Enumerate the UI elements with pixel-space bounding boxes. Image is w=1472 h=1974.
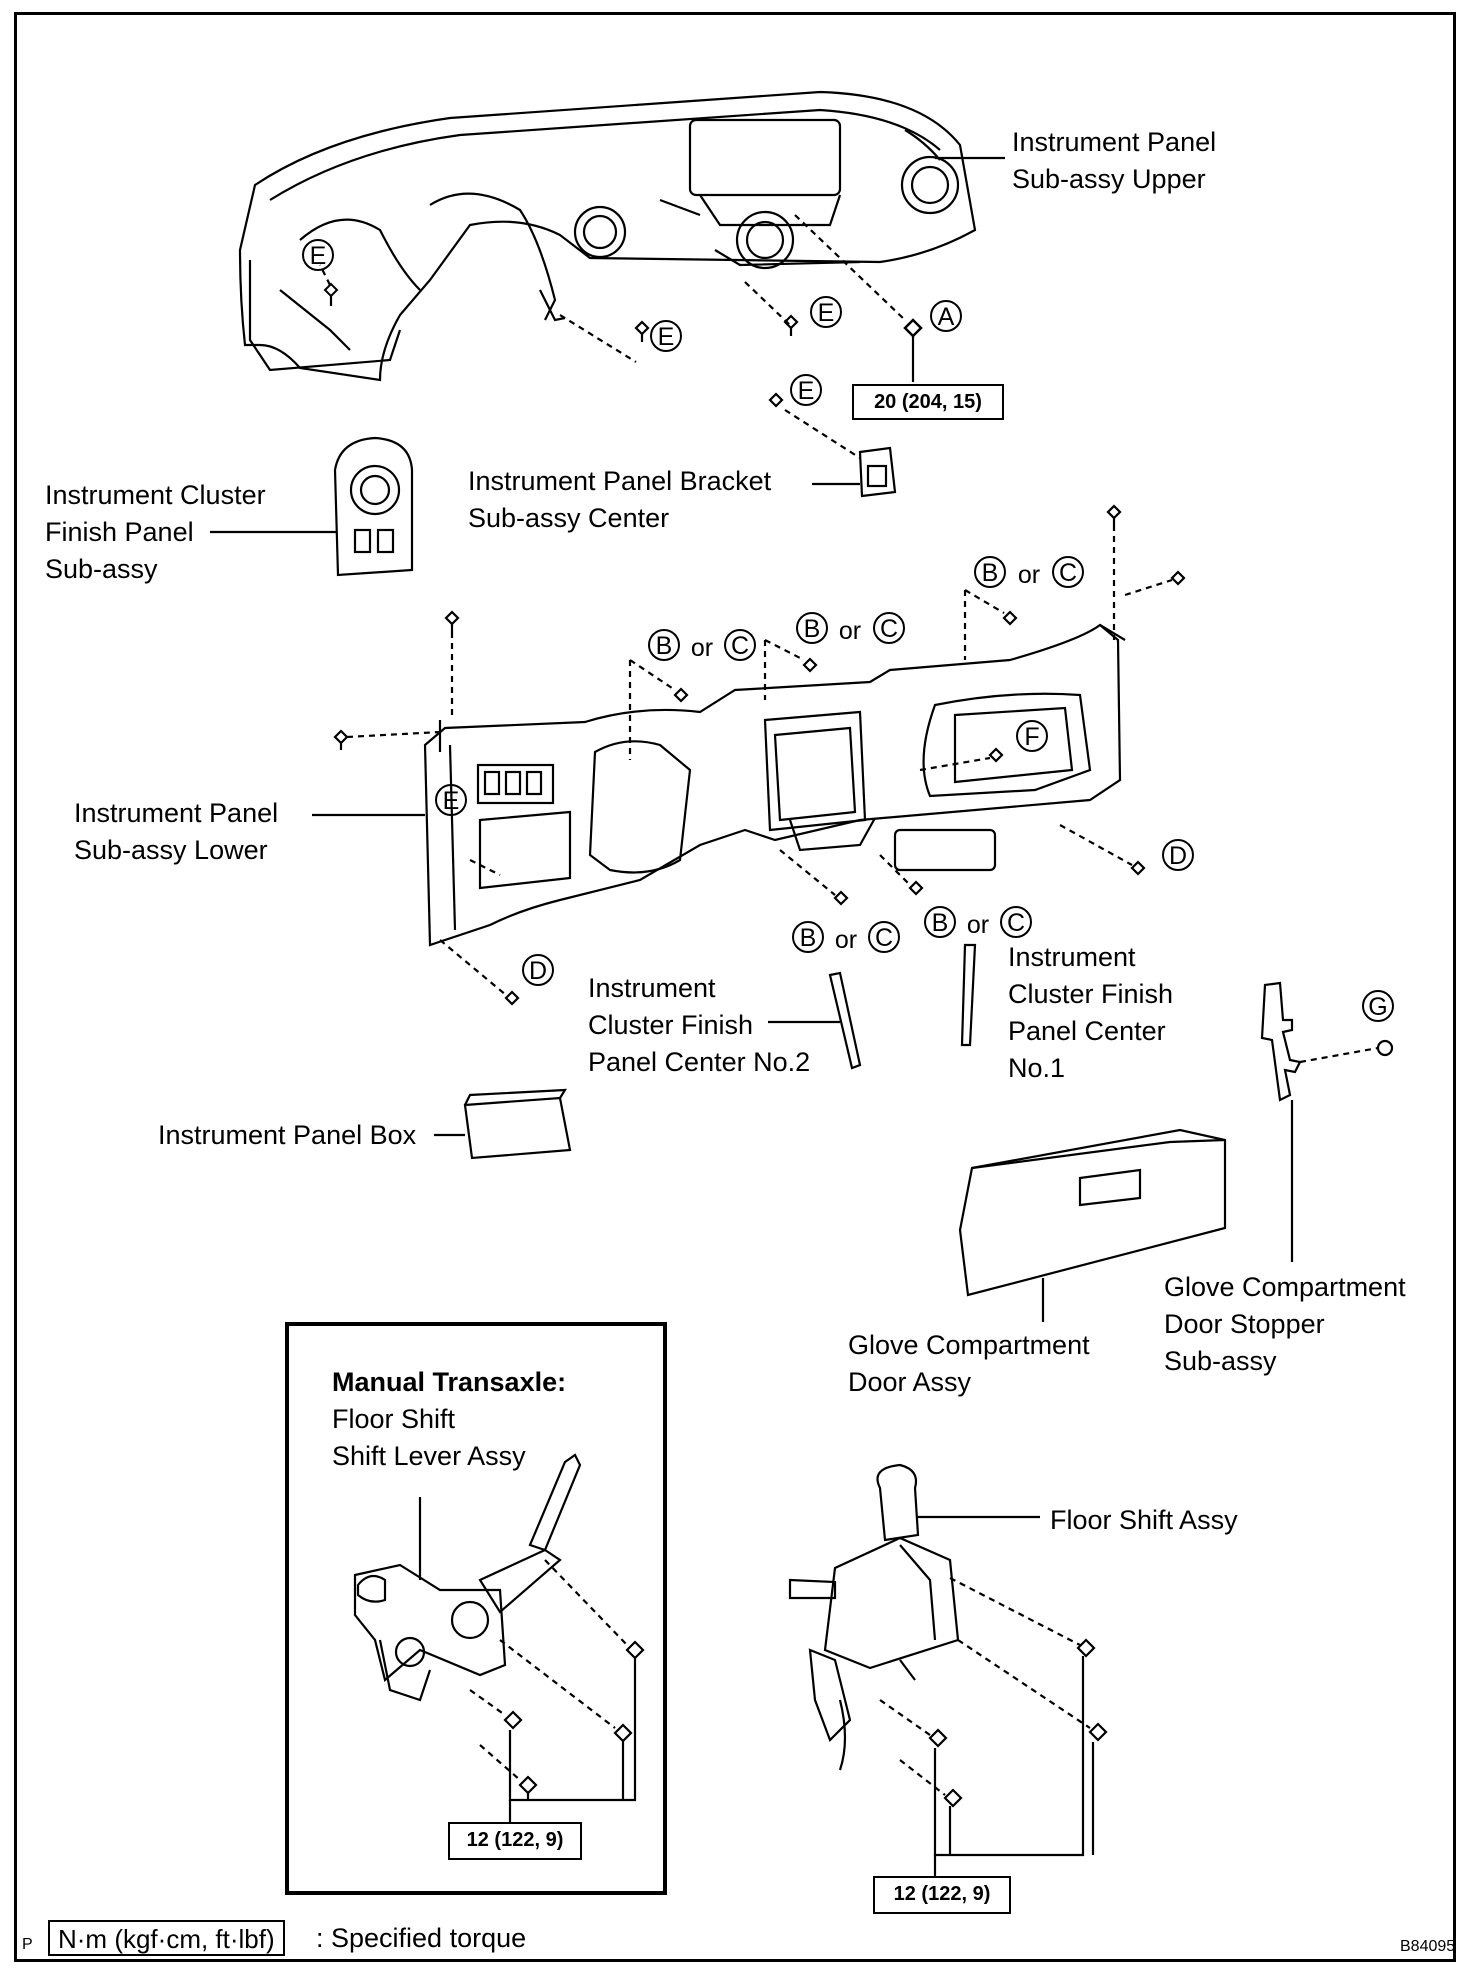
callout-b-4: B bbox=[800, 924, 817, 952]
manual-transaxle-inset: Manual Transaxle: Floor Shift Shift Leve… bbox=[285, 1322, 667, 1895]
corner-mark: P bbox=[22, 1936, 33, 1953]
callout-b-2: B bbox=[656, 632, 673, 660]
label-glove-stopper: Glove Compartment Door Stopper Sub-assy bbox=[1164, 1272, 1406, 1376]
label-panel-box: Instrument Panel Box bbox=[158, 1120, 417, 1150]
torque-box-auto: 12 (122, 9) bbox=[873, 1876, 1011, 1914]
torque-box-manual: 12 (122, 9) bbox=[448, 1822, 582, 1860]
instrument-panel-lower-drawing bbox=[312, 504, 1186, 1006]
figure-code: B84095 bbox=[1400, 1938, 1456, 1955]
callout-or-5: or bbox=[967, 911, 989, 939]
label-floor-shift: Floor Shift Assy bbox=[1050, 1505, 1238, 1535]
callout-or-2: or bbox=[691, 634, 713, 662]
callout-or-4: or bbox=[835, 926, 857, 954]
label-manual-transaxle: Manual Transaxle: Floor Shift Shift Leve… bbox=[332, 1367, 567, 1471]
label-center-no2: Instrument Cluster Finish Panel Center N… bbox=[588, 973, 811, 1077]
callout-c-4: C bbox=[875, 924, 893, 952]
callout-e-4: E bbox=[798, 377, 815, 405]
callout-c-5: C bbox=[1007, 909, 1025, 937]
callout-f: F bbox=[1024, 723, 1039, 751]
panel-box-drawing bbox=[434, 1088, 572, 1160]
callout-b-1: B bbox=[982, 559, 999, 587]
callout-or-3: or bbox=[839, 617, 861, 645]
label-panel-upper: Instrument Panel Sub-assy Upper bbox=[1012, 127, 1217, 194]
label-cluster-finish-panel: Instrument Cluster Finish Panel Sub-assy bbox=[45, 480, 266, 584]
label-panel-lower: Instrument Panel Sub-assy Lower bbox=[74, 798, 279, 865]
callout-d-2: D bbox=[529, 957, 547, 985]
legend-text: : Specified torque bbox=[316, 1923, 527, 1953]
callout-c-2: C bbox=[731, 632, 749, 660]
callout-b-5: B bbox=[932, 909, 949, 937]
label-glove-door: Glove Compartment Door Assy bbox=[848, 1330, 1090, 1397]
callout-b-3: B bbox=[804, 615, 821, 643]
callout-or-1: or bbox=[1018, 561, 1040, 589]
bracket-center-drawing bbox=[812, 446, 897, 498]
label-bracket-center: Instrument Panel Bracket Sub-assy Center bbox=[468, 466, 772, 533]
label-center-no1: Instrument Cluster Finish Panel Center N… bbox=[1008, 942, 1174, 1083]
callout-e-3: E bbox=[818, 299, 835, 327]
diagram-frame bbox=[14, 12, 1456, 1962]
callout-g: G bbox=[1368, 993, 1387, 1021]
instrument-panel-upper-drawing bbox=[238, 90, 1005, 459]
callout-e-5: E bbox=[443, 787, 460, 815]
cluster-finish-panel-drawing bbox=[210, 436, 414, 577]
callout-c-1: C bbox=[1059, 559, 1077, 587]
finish-strips-drawing bbox=[768, 943, 977, 1070]
callout-markers bbox=[302, 239, 1394, 1022]
manual-shift-lever-drawing bbox=[353, 1453, 645, 1822]
torque-box-upper: 20 (204, 15) bbox=[852, 384, 1004, 420]
callout-d-1: D bbox=[1169, 842, 1187, 870]
legend-unit-box: N·m (kgf·cm, ft·lbf) bbox=[48, 1920, 285, 1956]
floor-shift-drawing bbox=[788, 1463, 1108, 1876]
callout-e-2: E bbox=[658, 323, 675, 351]
glove-stopper-drawing bbox=[1260, 981, 1394, 1262]
callout-a: A bbox=[938, 303, 955, 331]
callout-e-1: E bbox=[310, 242, 327, 270]
callout-c-3: C bbox=[880, 615, 898, 643]
callout-letters: E E E A E B or C B or C B or C F E D B o… bbox=[310, 242, 1388, 1021]
glove-door-drawing bbox=[958, 1128, 1227, 1322]
